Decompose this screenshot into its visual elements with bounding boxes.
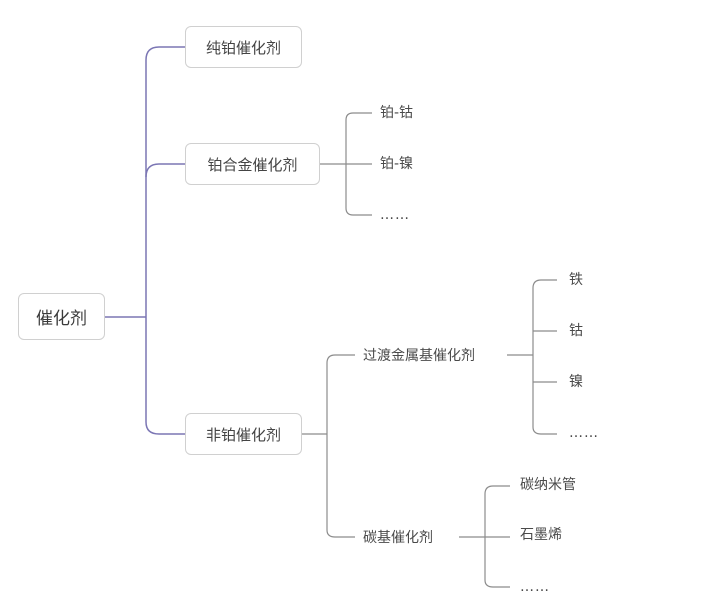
- connector-to-pure-pt: [145, 46, 185, 61]
- co-label: 钴: [569, 323, 583, 339]
- co-node[interactable]: 钴: [569, 319, 583, 341]
- pt-alloy-more-node[interactable]: ……: [380, 204, 410, 226]
- sub-branch-lines: [302, 112, 557, 588]
- cnt-label: 碳纳米管: [520, 477, 576, 493]
- connector-to-pt-alloy-more: [345, 207, 372, 216]
- pure-pt-label: 纯铂催化剂: [205, 38, 281, 57]
- root-label: 催化剂: [36, 309, 87, 329]
- non-pt-node[interactable]: 非铂催化剂: [185, 413, 302, 455]
- pt-alloy-label: 铂合金催化剂: [207, 155, 298, 174]
- pt-co-label: 铂-钴: [380, 105, 414, 121]
- pt-alloy-node[interactable]: 铂合金催化剂: [185, 143, 320, 185]
- connector-to-carbon: [326, 529, 355, 538]
- connector-to-carbon-more: [484, 579, 510, 588]
- carbon-more-label: ……: [520, 579, 550, 595]
- ni-node[interactable]: 镍: [569, 370, 583, 392]
- connector-to-tm-more: [532, 426, 557, 435]
- connector-to-transition-metal: [326, 354, 355, 364]
- transition-metal-more-label: ……: [569, 425, 599, 441]
- connector-to-pt-co: [345, 112, 372, 121]
- main-branch-lines: [105, 46, 185, 435]
- ni-label: 镍: [569, 374, 583, 390]
- connector-to-pt-alloy: [145, 163, 185, 178]
- graphene-label: 石墨烯: [520, 527, 562, 543]
- fe-node[interactable]: 铁: [569, 268, 583, 290]
- pure-pt-node[interactable]: 纯铂催化剂: [185, 26, 302, 68]
- graphene-node[interactable]: 石墨烯: [520, 523, 562, 545]
- transition-metal-more-node[interactable]: ……: [569, 422, 599, 444]
- carbon-more-node[interactable]: ……: [520, 576, 550, 595]
- connector-to-non-pt: [145, 421, 185, 435]
- transition-metal-node[interactable]: 过渡金属基催化剂: [363, 344, 475, 366]
- connector-to-fe: [532, 279, 557, 289]
- pt-alloy-more-label: ……: [380, 207, 410, 223]
- root-node[interactable]: 催化剂: [18, 293, 105, 340]
- pt-co-node[interactable]: 铂-钴: [380, 101, 413, 123]
- carbon-label: 碳基催化剂: [363, 530, 433, 546]
- pt-ni-label: 铂-镍: [380, 156, 414, 172]
- transition-metal-label: 过渡金属基催化剂: [363, 348, 475, 364]
- pt-ni-node[interactable]: 铂-镍: [380, 152, 413, 174]
- non-pt-label: 非铂催化剂: [205, 425, 281, 444]
- connector-to-cnt: [484, 485, 510, 495]
- cnt-node[interactable]: 碳纳米管: [520, 473, 576, 495]
- fe-label: 铁: [569, 272, 583, 288]
- carbon-node[interactable]: 碳基催化剂: [363, 526, 433, 548]
